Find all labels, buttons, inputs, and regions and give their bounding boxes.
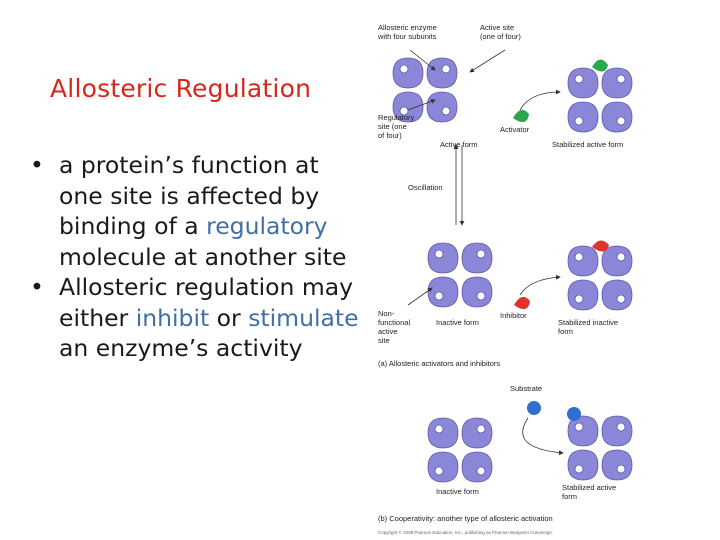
caption-b: (b) Cooperativity: another type of allos…	[378, 514, 553, 523]
label-stabilized-active-form: Stabilized active form	[552, 140, 623, 149]
bullet2-highlight-stimulate: stimulate	[248, 303, 359, 332]
slide-title: Allosteric Regulation	[50, 74, 312, 103]
label-activator: Activator	[500, 125, 530, 134]
label-stabilized-active-form-b: Stabilized active	[562, 483, 616, 492]
arrow-nonfunctional-label	[407, 287, 433, 306]
copyright-note: Copyright © 2008 Pearson Education, Inc.…	[378, 529, 553, 535]
substrate-bound	[567, 407, 581, 421]
enzyme-subunit	[392, 57, 424, 89]
label-inhibitor: Inhibitor	[500, 311, 527, 320]
enzyme-subunit	[426, 91, 458, 123]
label-stabilized-active-form-b-2: form	[562, 492, 577, 501]
enzyme-subunit	[461, 451, 493, 483]
label-nonfunctional: Non-	[378, 309, 395, 318]
enzyme-subunit	[567, 101, 599, 133]
bullet-text: a protein’s function at one site is affe…	[59, 150, 360, 272]
enzyme-stabilized-active-form	[567, 67, 633, 133]
label-active-site-2: (one of four)	[480, 32, 521, 41]
label-nonfunctional-4: site	[378, 336, 390, 345]
enzyme-subunit	[427, 276, 459, 308]
activator-molecule	[513, 109, 529, 123]
bullet1-text-part2: molecule at another site	[59, 242, 347, 271]
label-substrate: Substrate	[510, 384, 542, 393]
label-regulatory-site-2: site (one	[378, 122, 407, 131]
label-stabilized-inactive-form-2: form	[558, 327, 573, 336]
bullet-text: Allosteric regulation may either inhibit…	[59, 272, 360, 364]
label-allosteric-enzyme: Allosteric enzyme	[378, 23, 437, 32]
enzyme-subunit	[427, 451, 459, 483]
label-active-site: Active site	[480, 23, 514, 32]
label-nonfunctional-2: functional	[378, 318, 410, 327]
bullet2-text-mid: or	[209, 303, 249, 332]
enzyme-cooperativity-inactive	[427, 417, 493, 483]
bullet-marker: •	[30, 273, 44, 301]
inhibitor-bound	[592, 240, 609, 252]
bullet2-highlight-inhibit: inhibit	[135, 303, 210, 332]
enzyme-subunit	[567, 67, 599, 99]
bullet-item: • a protein’s function at one site is af…	[30, 150, 360, 272]
arrow-substrate	[522, 417, 564, 456]
enzyme-cooperativity-stabilized	[567, 415, 633, 481]
enzyme-subunit	[461, 276, 493, 308]
label-inactive-form: Inactive form	[436, 318, 479, 327]
enzyme-subunit	[601, 245, 633, 277]
enzyme-subunit	[392, 91, 424, 123]
bullet-marker: •	[30, 151, 44, 179]
label-allosteric-enzyme-2: with four subunits	[377, 32, 437, 41]
enzyme-subunit	[601, 279, 633, 311]
enzyme-subunit	[601, 67, 633, 99]
label-regulatory-site-3: of four)	[378, 131, 402, 140]
enzyme-subunit	[601, 449, 633, 481]
bullet2-text-part1: Allosteric regulation may either	[59, 273, 354, 332]
label-active-form: Active form	[440, 140, 478, 149]
enzyme-subunit	[461, 242, 493, 274]
enzyme-inactive-form	[427, 242, 493, 308]
caption-a: (a) Allosteric activators and inhibitors	[378, 359, 500, 368]
enzyme-subunit	[461, 417, 493, 449]
enzyme-subunit	[601, 415, 633, 447]
inhibitor-molecule	[514, 296, 530, 310]
enzyme-subunit	[601, 101, 633, 133]
arrow-regulatory-label	[407, 99, 436, 111]
enzyme-subunit	[567, 449, 599, 481]
label-stabilized-inactive-form: Stabilized inactive	[558, 318, 618, 327]
bullet1-text-part1: a protein’s function at one site is affe…	[59, 151, 320, 240]
enzyme-subunit	[427, 242, 459, 274]
bullet2-text-part2: an enzyme’s activity	[59, 334, 303, 362]
arrow-active-site-label	[469, 49, 506, 73]
enzyme-subunit	[426, 57, 458, 89]
substrate-molecule	[527, 401, 541, 415]
bullet-list: • a protein’s function at one site is af…	[30, 150, 360, 364]
enzyme-subunit	[567, 279, 599, 311]
label-nonfunctional-3: active	[378, 327, 398, 336]
arrow-enzyme-label	[409, 49, 436, 71]
arrow-activator	[519, 89, 561, 111]
label-inactive-form-b: Inactive form	[436, 487, 479, 496]
label-regulatory-site: Regulatory	[378, 113, 415, 122]
enzyme-subunit	[567, 415, 599, 447]
label-oscillation: Oscillation	[408, 183, 443, 192]
bullet-item: • Allosteric regulation may either inhib…	[30, 272, 360, 364]
bullet1-highlight-regulatory: regulatory	[206, 212, 328, 240]
arrow-inhibitor	[519, 274, 561, 296]
allosteric-figure: Allosteric enzyme with four subunits Act…	[377, 23, 633, 535]
enzyme-subunit	[427, 417, 459, 449]
enzyme-stabilized-inactive-form	[567, 245, 633, 311]
activator-bound	[592, 59, 608, 72]
enzyme-subunit	[567, 245, 599, 277]
